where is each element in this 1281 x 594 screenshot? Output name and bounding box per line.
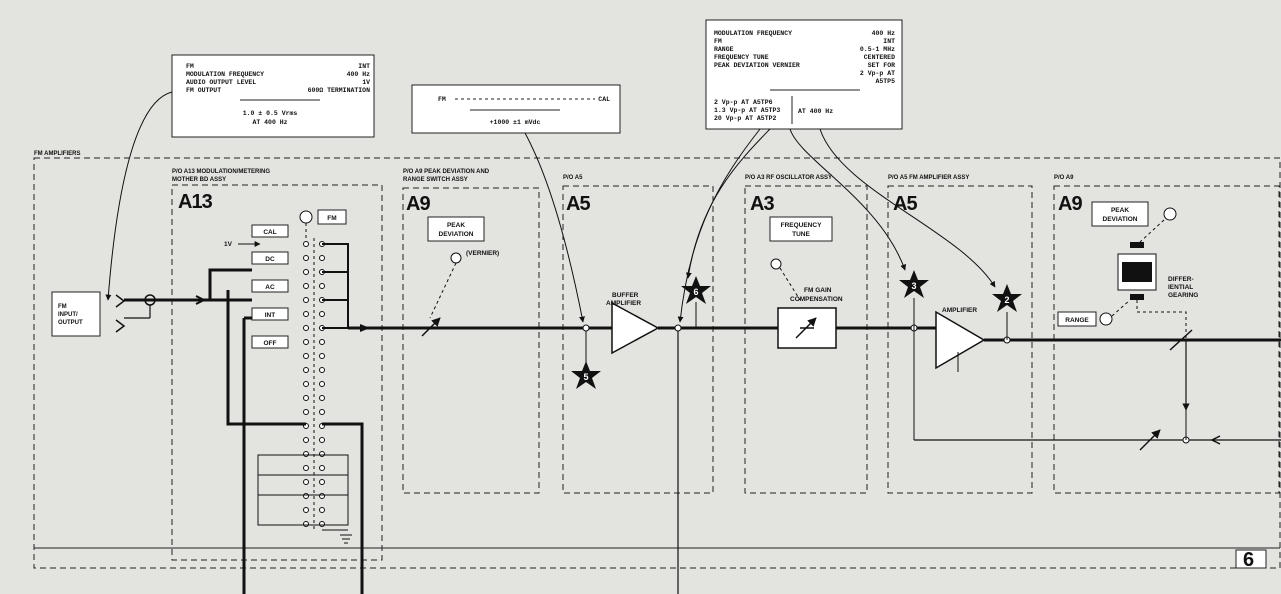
settings-box-2: FM CAL +1000 ±1 mVdc xyxy=(411,84,621,134)
block-a5-left: P/O A5 A5 xyxy=(562,175,714,494)
a3-oscillator: FREQUENCY TUNE FM GAIN COMPENSATION xyxy=(769,216,843,349)
box1-line3-label: AUDIO OUTPUT LEVEL xyxy=(186,79,256,86)
box3-line3-label: RANGE xyxy=(714,46,734,53)
callout-arrows xyxy=(105,91,996,323)
block-a5-ref: A5 xyxy=(566,193,590,215)
a13-level-label: 1V xyxy=(224,241,233,248)
a9r-control-1: PEAK xyxy=(1111,207,1129,214)
a3-control-1: FREQUENCY xyxy=(781,222,822,229)
box3-line1-label: MODULATION FREQUENCY xyxy=(714,30,792,37)
input-label-2: INPUT/ xyxy=(58,312,78,318)
box2-result: +1000 ±1 mVdc xyxy=(490,119,541,126)
tp-3-label: 3 xyxy=(911,281,916,291)
buffer-amp-label-1: BUFFER xyxy=(612,292,639,299)
block-a3-ref: A3 xyxy=(750,193,774,215)
diagram-title: FM AMPLIFIERS xyxy=(34,151,80,157)
tp-5-label: 5 xyxy=(583,372,588,382)
a9r-control-2: DEVIATION xyxy=(1103,216,1138,223)
pos-cal: CAL xyxy=(263,229,276,236)
box3-extra-1: 2 Vp-p AT xyxy=(860,70,895,77)
settings-box-3: MODULATION FREQUENCY 400 Hz FM INT RANGE… xyxy=(705,19,903,130)
box3-result-3: 20 Vp-p AT A5TP2 xyxy=(714,115,777,122)
gear-label-3: GEARING xyxy=(1168,292,1198,299)
a9-peak-deviation-range: PEAK DEVIATION DIFFER- IENTIAL GEARING R… xyxy=(1057,201,1221,451)
box3-line2-value: INT xyxy=(883,38,895,45)
buffer-amp-label-2: AMPLIFIER xyxy=(606,300,641,307)
fm-amp-label: AMPLIFIER xyxy=(942,307,977,314)
buffer-amplifier: BUFFER AMPLIFIER 5 6 xyxy=(571,276,711,594)
box1-result-1: 1.0 ± 0.5 Vrms xyxy=(243,110,298,117)
box3-line5-label: PEAK DEVIATION VERNIER xyxy=(714,62,800,69)
block-a3: P/O A3 RF OSCILLATOR ASSY A3 xyxy=(744,175,868,494)
tp-6-label: 6 xyxy=(693,287,698,297)
box1-line3-value: 1V xyxy=(362,79,370,86)
page-number-box xyxy=(1235,549,1267,569)
block-a13-ref: A13 xyxy=(178,191,213,213)
a3-comp-2: COMPENSATION xyxy=(790,296,843,303)
block-a13-title-1: P/O A13 MODULATION/METERING xyxy=(172,169,270,175)
block-a9-title-2: RANGE SWITCH ASSY xyxy=(403,177,468,183)
block-a3-title: P/O A3 RF OSCILLATOR ASSY xyxy=(745,175,832,181)
block-a9-left: P/O A9 PEAK DEVIATION AND RANGE SWITCH A… xyxy=(402,169,540,494)
fm-amplifiers-frame xyxy=(33,157,1281,569)
box3-line3-value: 0.5-1 MHz xyxy=(860,46,895,53)
box3-line5-value: SET FOR xyxy=(868,62,895,69)
a13-function-switch: FM 1V CAL DC AC INT OFF xyxy=(224,209,352,544)
input-label-3: OUTPUT xyxy=(58,320,83,326)
range-label: RANGE xyxy=(1065,317,1089,324)
box3-line4-value: CENTERED xyxy=(864,54,895,61)
pos-int: INT xyxy=(265,312,276,319)
a9-control-1: PEAK xyxy=(447,222,465,229)
block-a13: P/O A13 MODULATION/METERING MOTHER BD AS… xyxy=(171,169,383,561)
pos-off: OFF xyxy=(264,340,277,347)
box3-line1-value: 400 Hz xyxy=(872,30,896,37)
box3-extra-2: A5TP5 xyxy=(875,78,895,85)
box1-line4-value: 600Ω TERMINATION xyxy=(308,87,371,94)
box3-result-2: 1.3 Vp-p AT A5TP3 xyxy=(714,107,780,114)
pos-dc: DC xyxy=(265,256,275,263)
a13-input-arrow xyxy=(195,295,207,305)
a9-control-2: DEVIATION xyxy=(439,231,474,238)
block-a9-ref: A9 xyxy=(406,193,430,215)
block-a5r-title: P/O A5 FM AMPLIFIER ASSY xyxy=(888,175,969,181)
gear-label-1: DIFFER- xyxy=(1168,276,1194,283)
box1-line2-label: MODULATION FREQUENCY xyxy=(186,71,264,78)
block-a5-right: P/O A5 FM AMPLIFIER ASSY A5 xyxy=(887,175,1033,494)
fm-amplifier: 3 AMPLIFIER 2 xyxy=(899,270,1281,441)
page-number: 6 xyxy=(1243,549,1254,571)
a13-wiring xyxy=(124,268,364,594)
box1-result-2: AT 400 Hz xyxy=(252,119,287,126)
box3-line4-label: FREQUENCY TUNE xyxy=(714,54,769,61)
pos-ac: AC xyxy=(265,284,275,291)
block-a5-title: P/O A5 xyxy=(563,175,583,181)
a9-vernier-label: (VERNIER) xyxy=(466,250,499,257)
a13-switch-label: FM xyxy=(327,215,336,222)
block-a9-title-1: P/O A9 PEAK DEVIATION AND xyxy=(403,169,490,175)
block-a5r-ref: A5 xyxy=(893,193,917,215)
settings-box-1: FM INT MODULATION FREQUENCY 400 Hz AUDIO… xyxy=(171,54,375,138)
block-a9r-ref: A9 xyxy=(1058,193,1082,215)
box1-line2-value: 400 Hz xyxy=(347,71,371,78)
box2-line-label: FM xyxy=(438,96,446,103)
box1-line1-label: FM xyxy=(186,63,194,70)
signal-arrow xyxy=(360,324,370,332)
a9-peak-deviation-vernier: PEAK DEVIATION (VERNIER) xyxy=(421,216,499,337)
box2-line-value: CAL xyxy=(598,96,610,103)
a3-comp-1: FM GAIN xyxy=(804,287,832,294)
input-label-1: FM xyxy=(58,304,67,310)
block-a9r-title: P/O A9 xyxy=(1054,175,1074,181)
tp-2-label: 2 xyxy=(1004,295,1009,305)
box3-result-1: 2 Vp-p AT A5TP6 xyxy=(714,99,773,106)
block-a13-title-2: MOTHER BD ASSY xyxy=(172,177,226,183)
fm-input-output: FM INPUT/ OUTPUT xyxy=(51,291,156,337)
box1-line1-value: INT xyxy=(358,63,370,70)
block-a9-right: P/O A9 A9 xyxy=(1053,175,1280,494)
box3-line2-label: FM xyxy=(714,38,722,45)
a3-control-2: TUNE xyxy=(792,231,810,238)
box1-line4-label: FM OUTPUT xyxy=(186,87,221,94)
gear-label-2: IENTIAL xyxy=(1168,284,1193,291)
box3-results-note: AT 400 Hz xyxy=(798,108,833,115)
